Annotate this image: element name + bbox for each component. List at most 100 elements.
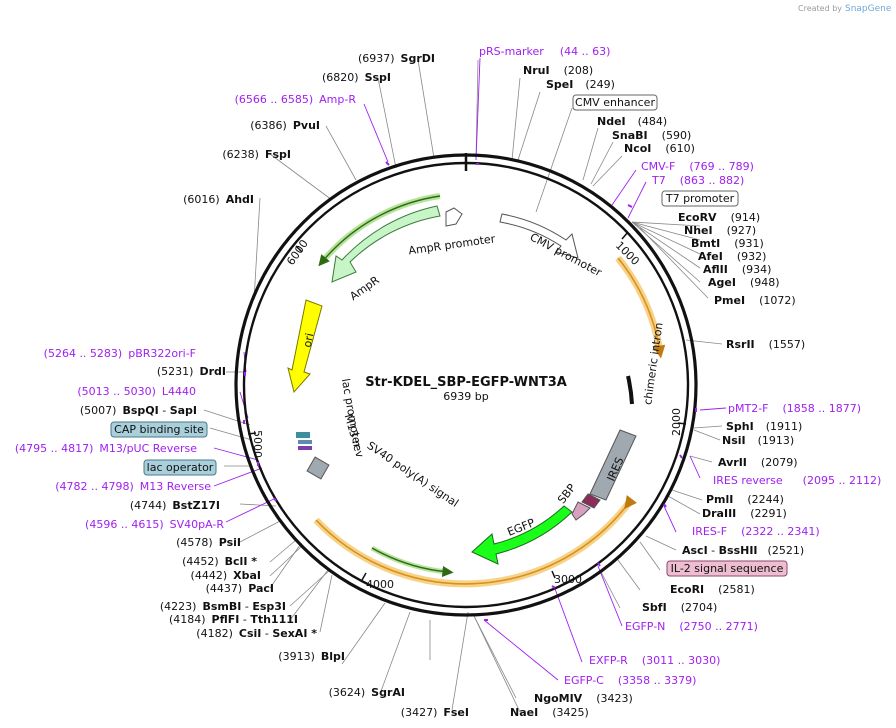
green-arc: [371, 547, 454, 578]
site-label: (6820)SspI: [322, 71, 391, 84]
site-label: NaeI(3425): [510, 706, 589, 719]
site-label: EGFP-N(2750 .. 2771): [625, 620, 758, 633]
ires-feature-box[interactable]: [589, 429, 637, 501]
site-label: NsiI(1913): [722, 434, 794, 447]
ori-feature-arrow[interactable]: [287, 299, 323, 394]
left-labels: (6937)SgrDI (6820)SspI (6566 .. 6585)Amp…: [15, 52, 469, 719]
site-label: (4442)XbaI: [191, 569, 261, 582]
site-label: DraIII(2291): [702, 507, 787, 520]
site-label: SbfI(2704): [642, 601, 717, 614]
site-label: IRES reverse(2095 .. 2112): [713, 474, 881, 487]
site-label: NheI(927): [684, 224, 756, 237]
svg-text:lac operator: lac operator: [147, 461, 214, 474]
site-label: EXFP-R(3011 .. 3030): [589, 654, 720, 667]
tick-label-5000: 5000: [251, 430, 264, 458]
site-label: (5013 .. 5030)L4440: [77, 385, 196, 398]
m13-rev-mark: [298, 446, 312, 450]
boxed-label-t7-promoter[interactable]: T7 promoter: [661, 190, 739, 207]
egfp-feature-arrow[interactable]: [471, 505, 573, 565]
boxed-label-lac-operator[interactable]: lac operator: [143, 459, 217, 476]
site-label: AflII(934): [703, 263, 771, 276]
site-label: (5007)BspQI - SapI: [80, 404, 197, 417]
il2-signal-arrow[interactable]: [571, 501, 591, 521]
tick-label-3000: 3000: [554, 573, 582, 586]
boxed-label-il2-signal[interactable]: IL-2 signal sequence: [666, 560, 788, 577]
site-label: (6566 .. 6585)Amp-R: [235, 93, 357, 106]
site-label: BmtI(931): [691, 237, 764, 250]
boxed-label-cap-binding-site[interactable]: CAP binding site: [110, 421, 208, 438]
site-label: SpeI(249): [546, 78, 615, 91]
site-label: (4795 .. 4817)M13/pUC Reverse: [15, 442, 197, 455]
tick-label-4000: 4000: [366, 578, 394, 591]
tick-marks: [247, 231, 687, 581]
feature-label-chimeric-intron: chimeric intron: [641, 322, 665, 406]
feature-label-ampr-promoter: AmpR promoter: [408, 232, 497, 257]
site-label: AfeI(932): [698, 250, 766, 263]
site-label: PmlI(2244): [706, 493, 784, 506]
site-label: IRES-F(2322 .. 2341): [692, 525, 820, 538]
boxed-label-cmv-enhancer[interactable]: CMV enhancer: [572, 94, 658, 111]
site-label: (3427)FseI: [401, 706, 469, 719]
site-label: (5264 .. 5283)pBR322ori-F: [44, 347, 196, 360]
site-label: (4782 .. 4798)M13 Reverse: [55, 480, 211, 493]
sv40-polya-box[interactable]: [306, 456, 330, 480]
lac-operator-mark: [298, 440, 312, 444]
site-label: PmeI(1072): [714, 294, 796, 307]
site-label: (6016)AhdI: [183, 193, 254, 206]
site-label: (4182)CsiI - SexAI *: [196, 627, 317, 640]
leader-lines: [203, 59, 723, 713]
svg-text:IL-2 signal sequence: IL-2 signal sequence: [671, 562, 784, 575]
snapgene-logo-text[interactable]: SnapGene: [845, 4, 892, 14]
svg-text:CAP binding site: CAP binding site: [114, 423, 204, 436]
svg-text:CMV enhancer: CMV enhancer: [575, 96, 655, 109]
site-label: (4596 .. 4615)SV40pA-R: [85, 518, 224, 531]
site-label: NcoI(610): [624, 142, 695, 155]
site-label: RsrII(1557): [726, 338, 805, 351]
ampr-promoter-arrow[interactable]: [445, 207, 463, 227]
ampr-feature-arrow[interactable]: [331, 205, 441, 283]
site-label: T7(863 .. 882): [651, 174, 744, 187]
site-label: (4223)BsmBI - Esp3I: [160, 600, 286, 613]
site-label: NgoMIV(3423): [534, 692, 633, 705]
cap-binding-site-mark: [296, 432, 310, 438]
site-label: (3913)BlpI: [278, 650, 345, 663]
feature-label-sv40-polya: SV40 poly(A) signal: [365, 439, 461, 510]
site-label: (6937)SgrDI: [358, 52, 435, 65]
chimeric-intron-bar[interactable]: [626, 375, 634, 405]
site-label: (6386)PvuI: [250, 119, 320, 132]
site-label: (6238)FspI: [222, 148, 291, 161]
site-label: pRS-marker(44 .. 63): [479, 45, 610, 58]
site-label: NruI(208): [523, 64, 593, 77]
site-label: EcoRV(914): [678, 211, 760, 224]
site-label: NdeI(484): [597, 115, 667, 128]
site-label: AscI - BssHII(2521): [682, 544, 804, 557]
tick-label-2000: 2000: [670, 408, 683, 436]
site-label: AgeI(948): [708, 276, 780, 289]
site-label: AvrII(2079): [718, 456, 797, 469]
ampr-outer-arc: [318, 195, 441, 267]
sbp-feature-box[interactable]: [581, 493, 601, 509]
site-label: EGFP-C(3358 .. 3379): [564, 674, 696, 687]
site-label: SphI(1911): [726, 420, 802, 433]
orange-arc-2: [315, 495, 637, 585]
orange-arc-1: [617, 257, 666, 359]
site-label: (4452)BclI *: [182, 555, 257, 568]
site-label: (3624)SgrAI: [329, 686, 405, 699]
site-label: CMV-F(769 .. 789): [641, 160, 754, 173]
credit-text: Created by: [798, 4, 842, 13]
plasmid-length: 6939 bp: [443, 390, 488, 403]
feature-label-cmv-promoter: CMV promoter: [528, 230, 604, 279]
site-label: (4578)PsiI: [176, 536, 241, 549]
site-label: EcoRI(2581): [670, 583, 755, 596]
feature-label-sbp: SBP: [555, 481, 578, 506]
site-label: (4437)PacI: [206, 582, 274, 595]
feature-label-ori: ori: [301, 332, 317, 349]
cmv-promoter-arrow[interactable]: [499, 213, 579, 259]
feature-label-ampr: AmpR: [347, 273, 382, 303]
svg-text:T7 promoter: T7 promoter: [665, 192, 735, 205]
right-labels: pRS-marker(44 .. 63) NruI(208) SpeI(249)…: [479, 45, 881, 719]
site-label: pMT2-F(1858 .. 1877): [728, 402, 861, 415]
site-label: (4744)BstZ17I: [130, 499, 220, 512]
site-label: SnaBI(590): [612, 129, 691, 142]
